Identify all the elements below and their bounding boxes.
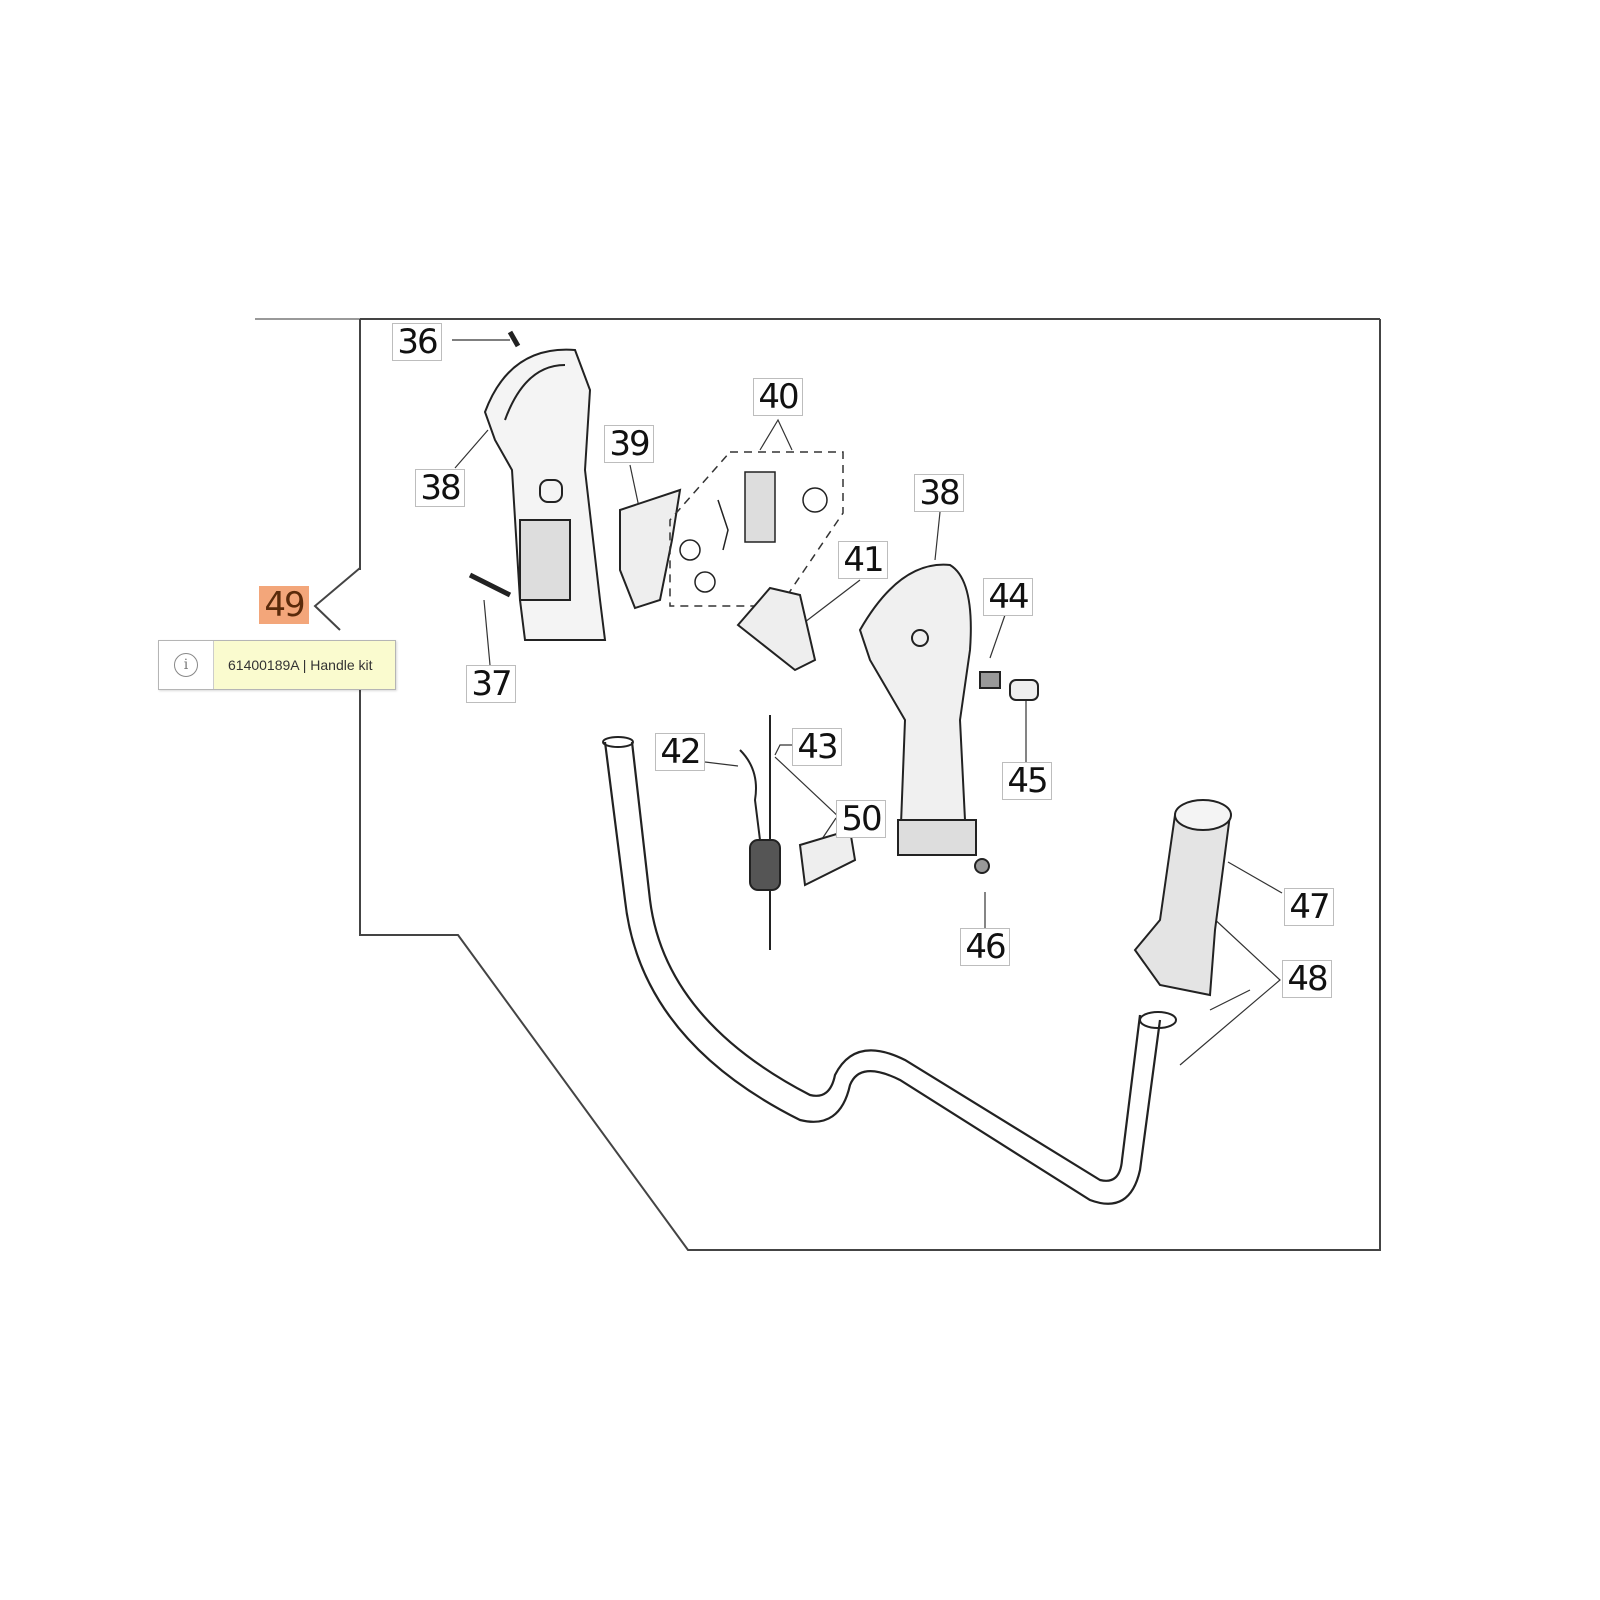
callout-36[interactable]: 36: [392, 323, 442, 361]
pin: [1009, 679, 1039, 701]
lockout-group: [669, 451, 844, 607]
cable-assembly: [739, 715, 857, 950]
spring: [979, 671, 1001, 689]
callout-44[interactable]: 44: [983, 578, 1033, 616]
callout-37[interactable]: 37: [466, 665, 516, 703]
callout-50[interactable]: 50: [836, 800, 886, 838]
handle-half-right: [858, 563, 977, 856]
leader-lines: [452, 339, 1283, 1066]
nut: [974, 858, 990, 874]
part-tooltip: i 61400189A | Handle kit: [158, 640, 396, 690]
tooltip-text: 61400189A | Handle kit: [214, 641, 395, 689]
callout-38-right[interactable]: 38: [914, 474, 964, 512]
info-icon[interactable]: i: [159, 641, 214, 689]
lever: [736, 586, 817, 672]
callout-38[interactable]: 38: [415, 469, 465, 507]
callout-41[interactable]: 41: [838, 541, 888, 579]
callout-47[interactable]: 47: [1284, 888, 1334, 926]
callout-46[interactable]: 46: [960, 928, 1010, 966]
callout-40[interactable]: 40: [753, 378, 803, 416]
handle-bar-tube: [603, 741, 1162, 1205]
callout-48[interactable]: 48: [1282, 960, 1332, 998]
callout-39[interactable]: 39: [604, 425, 654, 463]
throttle-trigger: [619, 488, 682, 610]
callout-42[interactable]: 42: [655, 733, 705, 771]
kit-boundary: [255, 318, 1381, 1251]
callout-43[interactable]: 43: [792, 728, 842, 766]
info-icon-glyph: i: [174, 653, 198, 677]
handle-half-left: [468, 330, 607, 641]
callout-49-highlighted[interactable]: 49: [259, 586, 309, 624]
callout-45[interactable]: 45: [1002, 762, 1052, 800]
grip: [1133, 799, 1232, 997]
